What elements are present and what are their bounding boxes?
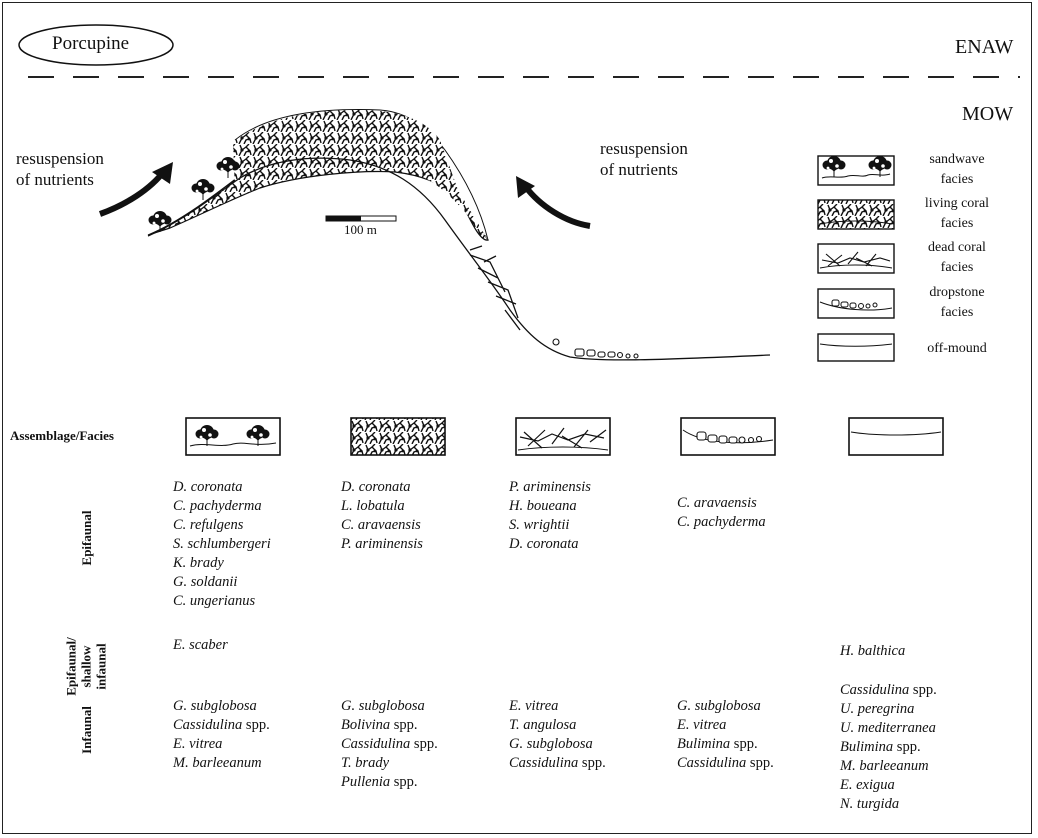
species-name: E. scaber (173, 637, 228, 653)
arrow-right (522, 184, 591, 229)
species-name: Cassidulina spp. (173, 717, 270, 733)
species-name: Bulimina spp. (677, 736, 758, 752)
water-mass-mow: MOW (962, 103, 1014, 125)
dead-coral-slope (469, 245, 521, 331)
legend-line: living coral (924, 196, 990, 211)
shallow-infaunal-list-sandwave: E. scaber (173, 636, 228, 655)
species-name: S. schlumbergeri (173, 536, 271, 552)
species-name: G. subglobosa (173, 698, 257, 714)
species-name: Bolivina spp. (341, 717, 418, 733)
facies-box-sandwave (185, 417, 281, 456)
species-name: U. peregrina (840, 701, 915, 717)
species-name: Cassidulina spp. (677, 755, 774, 771)
location-ellipse (18, 24, 174, 66)
species-name: G. soldanii (173, 574, 238, 590)
location-label: Porcupine (52, 33, 130, 54)
legend-living-box (817, 199, 895, 230)
mound-profile (147, 157, 771, 361)
species-name: E. vitrea (677, 717, 727, 733)
legend-sandwave-box (817, 155, 895, 186)
species-name: Bulimina spp. (840, 739, 921, 755)
species-name: H. balthica (840, 643, 906, 659)
species-name: P. ariminensis (509, 479, 591, 495)
row-label-epifaunal: Epifaunal (79, 510, 94, 566)
legend-line: facies (940, 172, 974, 187)
arrow-left (98, 168, 168, 217)
species-name: C. ungerianus (173, 593, 256, 609)
infaunal-list-offmound: Cassidulina spp. U. peregrina U. mediterra… (840, 681, 937, 814)
legend-line: facies (940, 260, 974, 275)
epifaunal-list-dead: P. ariminensis H. boueana S. wrightii D. co… (509, 478, 591, 554)
species-name: C. refulgens (173, 517, 244, 533)
water-mass-enaw: ENAW (955, 36, 1014, 58)
epifaunal-list-dropstone: C. aravaensis C. pachyderma (677, 494, 766, 532)
legend-line: sandwave (929, 152, 985, 167)
species-name: G. subglobosa (677, 698, 761, 714)
legend-label-living: living coral facies (912, 194, 1002, 234)
legend-label-offmound: off-mound (912, 339, 1002, 359)
facies-box-living (350, 417, 446, 456)
row-label-infaunal: Infaunal (79, 706, 94, 754)
scale-bar-label: 100 m (344, 222, 377, 237)
species-name: Cassidulina spp. (341, 736, 438, 752)
facies-box-offmound (848, 417, 944, 456)
species-name: E. vitrea (173, 736, 223, 752)
species-name: C. aravaensis (341, 517, 421, 533)
legend-label-dropstone: dropstone facies (912, 283, 1002, 323)
species-name: T. brady (341, 755, 390, 771)
legend-line: off-mound (927, 341, 987, 356)
species-name: T. angulosa (509, 717, 577, 733)
species-name: L. lobatula (341, 498, 405, 514)
species-name: S. wrightii (509, 517, 570, 533)
species-name: K. brady (173, 555, 224, 571)
species-name: C. pachyderma (173, 498, 262, 514)
legend-line: facies (940, 305, 974, 320)
species-name: Cassidulina spp. (509, 755, 606, 771)
species-name: E. vitrea (509, 698, 559, 714)
legend-line: facies (940, 216, 974, 231)
legend-dead-box (817, 243, 895, 274)
species-name: C. pachyderma (677, 514, 766, 530)
epifaunal-list-sandwave: D. coronata C. pachyderma C. refulgens S. s… (173, 478, 271, 611)
species-name: N. turgida (840, 796, 900, 812)
resuspension-right-label: resuspension of nutrients (600, 139, 688, 179)
species-name: G. subglobosa (509, 736, 593, 752)
species-name: U. mediterranea (840, 720, 936, 736)
facies-box-dropstone (680, 417, 776, 456)
shallow-infaunal-list-offmound: H. balthica (840, 642, 905, 661)
species-name: D. coronata (509, 536, 579, 552)
species-name: H. boueana (509, 498, 577, 514)
assemblage-header: Assemblage/Facies (10, 428, 114, 443)
legend-offmound-box (817, 333, 895, 362)
facies-box-dead (515, 417, 611, 456)
species-name: D. coronata (341, 479, 411, 495)
species-name: E. exigua (840, 777, 895, 793)
legend-dropstone-box (817, 288, 895, 319)
legend-label-sandwave: sandwave facies (912, 150, 1002, 190)
species-name: Cassidulina spp. (840, 682, 937, 698)
species-name: M. barleeanum (173, 755, 262, 771)
species-name: P. ariminensis (341, 536, 423, 552)
legend-label-dead: dead coral facies (912, 238, 1002, 278)
species-name: C. aravaensis (677, 495, 757, 511)
species-name: G. subglobosa (341, 698, 425, 714)
species-name: M. barleeanum (840, 758, 929, 774)
species-name: D. coronata (173, 479, 243, 495)
resuspension-left-label: resuspension of nutrients (16, 149, 104, 189)
species-name: Pullenia spp. (341, 774, 418, 790)
legend-line: dead coral (928, 240, 986, 255)
scale-bar (325, 215, 397, 222)
legend-line: dropstone (929, 285, 985, 300)
epifaunal-list-living: D. coronata L. lobatula C. aravaensis P. ar… (341, 478, 423, 554)
dropstones-slope (552, 338, 639, 359)
